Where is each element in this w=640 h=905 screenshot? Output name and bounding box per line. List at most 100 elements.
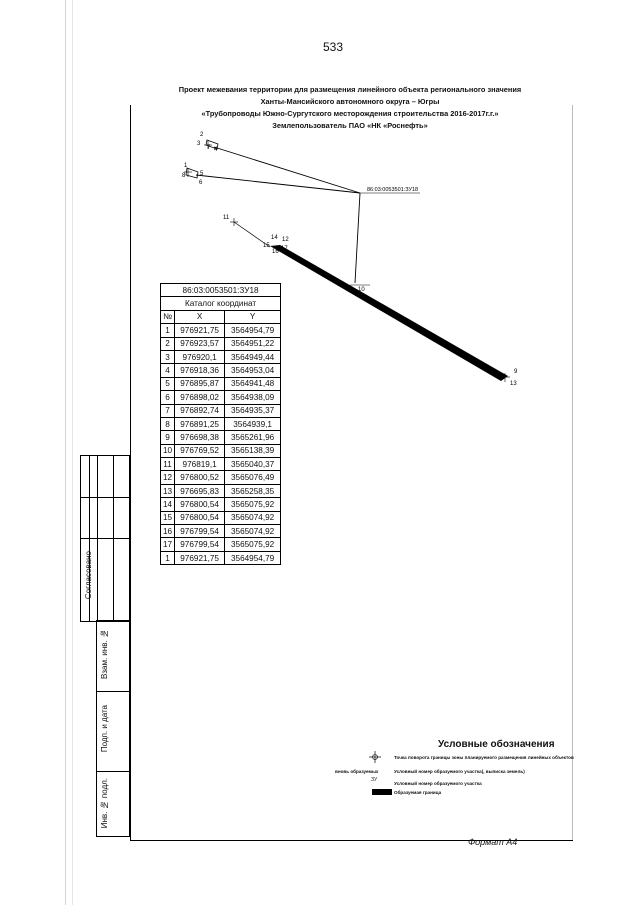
point-label-10: 10 bbox=[358, 287, 365, 293]
legend-item-formed: вновь образуемых bbox=[335, 769, 379, 774]
row-number: 1 bbox=[159, 550, 176, 566]
x-coordinate: 976918,36 bbox=[174, 363, 226, 378]
row-number: 9 bbox=[159, 430, 176, 445]
catalog-subtitle: Каталог координат bbox=[159, 296, 282, 311]
format-label: Формат А4 bbox=[468, 837, 518, 847]
legend-item-turning-point: Точка поворота границы зоны планируемого… bbox=[394, 755, 574, 760]
document-header: Проект межевания территории для размещен… bbox=[150, 84, 550, 132]
leader-line-1 bbox=[213, 146, 361, 194]
y-coordinate: 3564941,48 bbox=[224, 376, 282, 392]
y-coordinate: 3565138,39 bbox=[224, 443, 282, 459]
y-coordinate: 3565040,37 bbox=[224, 457, 282, 472]
row-number: 1 bbox=[159, 323, 176, 338]
y-coordinate: 3564954,79 bbox=[224, 550, 282, 566]
x-coordinate: 976898,02 bbox=[174, 390, 226, 405]
row-number: 17 bbox=[159, 537, 176, 552]
header-line-2: Ханты-Мансийского автономного округа – Ю… bbox=[260, 97, 440, 106]
point-labels: 2 3 4 7 1 5 6 8 11 14 12 15 16 17 10 9 1… bbox=[182, 132, 518, 387]
row-number: 11 bbox=[159, 457, 176, 472]
point-label-16: 16 bbox=[272, 249, 279, 255]
point-label-2: 2 bbox=[200, 132, 204, 138]
y-coordinate: 3565261,96 bbox=[224, 430, 282, 445]
catalog-title: 86:03:0053501:ЗУ18 bbox=[159, 282, 282, 298]
y-coordinate: 3564949,44 bbox=[224, 349, 282, 365]
x-coordinate: 976800,54 bbox=[174, 497, 226, 512]
x-coordinate: 976921,75 bbox=[174, 323, 226, 338]
point-label-12: 12 bbox=[282, 237, 289, 243]
point-label-8: 8 bbox=[182, 173, 186, 179]
parcel-strip bbox=[270, 245, 508, 381]
point-label-5: 5 bbox=[200, 171, 204, 177]
drawing-frame-right bbox=[572, 105, 573, 840]
x-coordinate: 976921,75 bbox=[174, 550, 226, 566]
boundary-symbol bbox=[372, 789, 392, 795]
row-number: 14 bbox=[159, 497, 176, 512]
x-coordinate: 976923,57 bbox=[174, 336, 226, 351]
y-coordinate: 3565258,35 bbox=[224, 483, 282, 499]
row-number: 10 bbox=[159, 443, 176, 459]
x-coordinate: 976799,54 bbox=[174, 524, 226, 539]
y-coordinate: 3564939,1 bbox=[224, 416, 282, 432]
parcel-label: 86:03:0053501:ЗУ18 bbox=[367, 187, 418, 193]
legend-item-boundary: Образуемая граница bbox=[394, 790, 442, 795]
row-number: 3 bbox=[159, 349, 176, 365]
x-coordinate: 976819,1 bbox=[174, 457, 226, 472]
margin-line-secondary bbox=[72, 0, 73, 905]
point-label-17: 17 bbox=[281, 246, 288, 252]
row-number: 7 bbox=[159, 403, 176, 418]
y-coordinate: 3564954,79 bbox=[224, 323, 282, 338]
point-label-14: 14 bbox=[271, 235, 278, 241]
row-number: 2 bbox=[159, 336, 176, 351]
legend-title: Условные обозначения bbox=[438, 739, 555, 750]
point-label-11: 11 bbox=[223, 215, 230, 221]
row-number: 6 bbox=[159, 390, 176, 405]
stamp-inv-no: Взам. инв. № bbox=[100, 629, 109, 679]
x-coordinate: 976891,25 bbox=[174, 416, 226, 432]
point-label-13: 13 bbox=[510, 381, 517, 387]
y-coordinate: 3564951,22 bbox=[224, 336, 282, 351]
x-coordinate: 976800,54 bbox=[174, 510, 226, 526]
turning-point-icon bbox=[369, 751, 381, 763]
point-label-3: 3 bbox=[197, 141, 201, 147]
leader-line-2 bbox=[195, 174, 361, 194]
x-coordinate: 976769,52 bbox=[174, 443, 226, 459]
col-header-no: № bbox=[159, 309, 176, 325]
point-cluster-top bbox=[204, 139, 219, 150]
legend-item-parcel-number-land: Условный номер образуемого участка(, вып… bbox=[394, 769, 525, 774]
y-coordinate: 3564938,09 bbox=[224, 390, 282, 405]
y-coordinate: 3564935,37 bbox=[224, 403, 282, 418]
row-number: 4 bbox=[159, 363, 176, 378]
point-label-4: 4 bbox=[214, 147, 218, 153]
row-number: 13 bbox=[159, 483, 176, 499]
y-coordinate: 3565075,92 bbox=[224, 537, 282, 552]
row-number: 12 bbox=[159, 470, 176, 485]
row-number: 15 bbox=[159, 510, 176, 526]
stamp-sign-date: Подп. и дата bbox=[100, 705, 109, 753]
point-label-1: 1 bbox=[184, 163, 188, 169]
parcel-number-symbol: ЗУ bbox=[371, 777, 378, 783]
x-coordinate: 976895,87 bbox=[174, 376, 226, 392]
margin-line bbox=[65, 0, 66, 905]
header-line-4: Землепользователь ПАО «НК «Роснефть» bbox=[272, 121, 428, 130]
y-coordinate: 3564953,04 bbox=[224, 363, 282, 378]
y-coordinate: 3565075,92 bbox=[224, 497, 282, 512]
header-line-1: Проект межевания территории для размещен… bbox=[178, 85, 522, 94]
col-header-y: Y bbox=[224, 309, 282, 325]
drawing-frame bbox=[130, 105, 573, 841]
